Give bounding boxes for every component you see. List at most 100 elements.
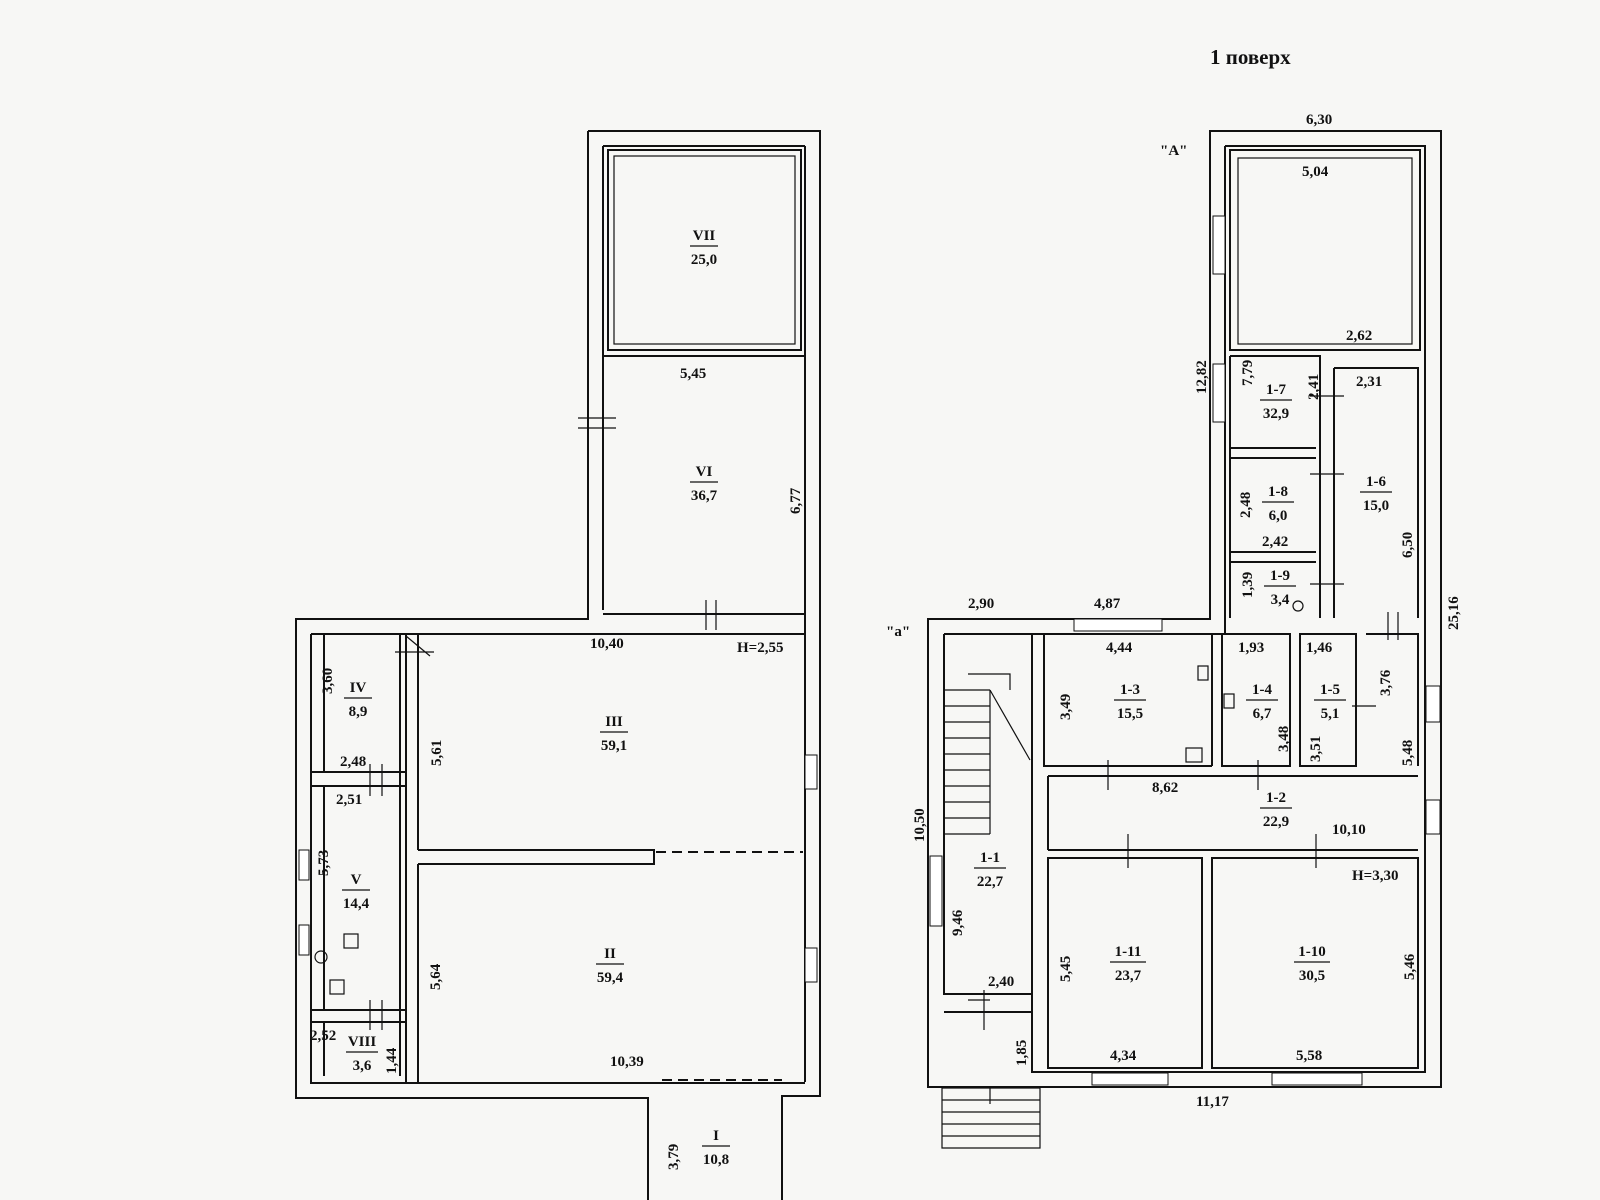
dim-label: 5,64	[428, 963, 444, 990]
room-label-1-5: 1-5 5,1	[1314, 682, 1346, 722]
room-label-1-1: 1-1 22,7	[974, 850, 1006, 890]
room-label-IV: IV 8,9	[344, 680, 372, 720]
svg-text:5,1: 5,1	[1321, 706, 1340, 722]
svg-text:22,7: 22,7	[977, 874, 1004, 890]
dim-label: 2,90	[968, 596, 994, 612]
dim-label: 10,40	[590, 636, 624, 652]
svg-text:VII: VII	[693, 228, 716, 244]
room-label-1-8: 1-8 6,0	[1262, 484, 1294, 524]
svg-text:1-8: 1-8	[1268, 484, 1288, 500]
dim-label: 2,62	[1346, 328, 1372, 344]
dim-label: 3,49	[1058, 694, 1074, 720]
room-label-1-11: 1-11 23,7	[1110, 944, 1146, 984]
dim-label: 9,46	[950, 909, 966, 936]
svg-text:15,0: 15,0	[1363, 498, 1389, 514]
room-label-VIII: VIII 3,6	[346, 1034, 378, 1074]
dim-label: 2,52	[310, 1028, 336, 1044]
dim-label: 1,44	[384, 1047, 400, 1074]
dim-label: 12,82	[1194, 360, 1210, 394]
svg-text:3,6: 3,6	[353, 1058, 372, 1074]
svg-text:3,4: 3,4	[1271, 592, 1290, 608]
dim-label: 5,45	[680, 366, 706, 382]
left-plan: VII 25,0 VI 36,7 III 59,1 II 59,4 IV 8,9…	[295, 130, 821, 1200]
svg-text:1-2: 1-2	[1266, 790, 1286, 806]
svg-text:III: III	[605, 714, 623, 730]
dim-label: 3,76	[1378, 669, 1394, 696]
dim-label: 1,93	[1238, 640, 1264, 656]
room-label-1-2: 1-2 22,9	[1260, 790, 1292, 830]
dim-label: 4,34	[1110, 1048, 1137, 1064]
dim-label: 25,16	[1446, 596, 1462, 630]
dim-label: 2,48	[340, 754, 366, 770]
svg-text:6,7: 6,7	[1253, 706, 1272, 722]
dim-label: 5,58	[1296, 1048, 1322, 1064]
dim-label: 6,77	[788, 487, 804, 514]
dim-label: 4,87	[1094, 596, 1121, 612]
svg-text:1-5: 1-5	[1320, 682, 1340, 698]
dim-label: 10,50	[912, 808, 928, 842]
dim-label: 2,41	[1306, 374, 1322, 400]
dim-label: 1,85	[1014, 1040, 1030, 1066]
dim-label: 5,04	[1302, 164, 1329, 180]
dim-label: 2,40	[988, 974, 1014, 990]
dim-label: 5,45	[1058, 956, 1074, 982]
svg-text:I: I	[713, 1128, 719, 1144]
dim-label: 2,51	[336, 792, 362, 808]
svg-text:59,1: 59,1	[601, 738, 627, 754]
svg-text:1-11: 1-11	[1115, 944, 1142, 960]
svg-text:14,4: 14,4	[343, 896, 370, 912]
dim-label: 5,48	[1400, 740, 1416, 766]
svg-text:VI: VI	[696, 464, 713, 480]
dim-label: 6,30	[1306, 112, 1332, 128]
svg-text:1-10: 1-10	[1298, 944, 1326, 960]
dim-label: 2,48	[1238, 492, 1254, 518]
svg-text:1-3: 1-3	[1120, 682, 1140, 698]
svg-text:1-7: 1-7	[1266, 382, 1286, 398]
svg-text:8,9: 8,9	[349, 704, 368, 720]
mark-A: "А"	[1160, 143, 1188, 159]
dim-label: 11,17	[1196, 1094, 1229, 1110]
svg-text:1-9: 1-9	[1270, 568, 1290, 584]
svg-text:II: II	[604, 946, 616, 962]
svg-text:6,0: 6,0	[1269, 508, 1288, 524]
plan-title: 1 поверх	[1210, 45, 1291, 69]
dim-label: 2,31	[1356, 374, 1382, 390]
dim-label: 2,42	[1262, 534, 1288, 550]
room-label-1-9: 1-9 3,4	[1264, 568, 1296, 608]
dim-label: 8,62	[1152, 780, 1178, 796]
svg-text:V: V	[351, 872, 362, 888]
room-label-I: I 10,8	[702, 1128, 730, 1168]
dim-label: 6,50	[1400, 532, 1416, 558]
mark-a: "а"	[886, 624, 910, 640]
dim-label: 10,39	[610, 1054, 644, 1070]
room-label-III: III 59,1	[600, 714, 628, 754]
dim-label: 3,51	[1308, 736, 1324, 762]
svg-text:IV: IV	[350, 680, 367, 696]
dim-label: 3,60	[320, 668, 336, 694]
dim-label: 5,61	[429, 740, 445, 766]
dim-label: 10,10	[1332, 822, 1366, 838]
svg-text:1-4: 1-4	[1252, 682, 1272, 698]
svg-text:15,5: 15,5	[1117, 706, 1143, 722]
dim-label: H=3,30	[1352, 868, 1398, 884]
room-label-V: V 14,4	[342, 872, 370, 912]
dim-label: 3,48	[1276, 726, 1292, 752]
room-label-1-6: 1-6 15,0	[1360, 474, 1392, 514]
dim-label: 3,79	[666, 1144, 682, 1170]
svg-text:36,7: 36,7	[691, 488, 718, 504]
dim-label: H=2,55	[737, 640, 783, 656]
room-label-1-3: 1-3 15,5	[1114, 682, 1146, 722]
dim-label: 5,73	[316, 850, 332, 876]
svg-text:22,9: 22,9	[1263, 814, 1289, 830]
room-label-1-4: 1-4 6,7	[1246, 682, 1278, 722]
room-label-VII: VII 25,0	[690, 228, 718, 268]
room-label-1-10: 1-10 30,5	[1294, 944, 1330, 984]
svg-text:30,5: 30,5	[1299, 968, 1325, 984]
dim-label: 1,39	[1240, 572, 1256, 598]
room-label-1-7: 1-7 32,9	[1260, 382, 1292, 422]
dim-label: 7,79	[1240, 360, 1256, 386]
svg-text:10,8: 10,8	[703, 1152, 729, 1168]
svg-text:23,7: 23,7	[1115, 968, 1142, 984]
room-label-II: II 59,4	[596, 946, 624, 986]
